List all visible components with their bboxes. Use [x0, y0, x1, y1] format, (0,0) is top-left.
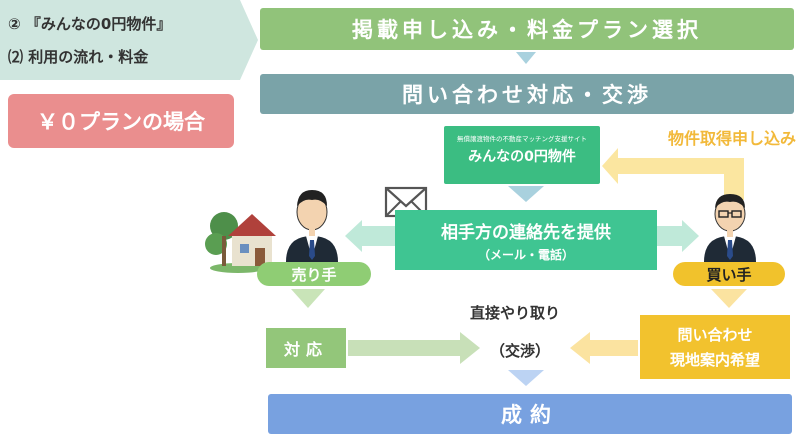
- buyer-person-icon: [704, 194, 756, 262]
- logo-tagline: 無償譲渡物件の不動産マッチング支援サイト: [457, 135, 587, 143]
- provide-contact-box: 相手方の連絡先を提供 （メール・電話）: [395, 210, 657, 270]
- plan-badge: ￥０プランの場合: [8, 94, 234, 148]
- logo-name: みんなの0円物件: [468, 149, 576, 165]
- arrow-to-buyer: [657, 220, 699, 252]
- response-box: 対応: [266, 328, 346, 368]
- inquiry-line1: 問い合わせ: [677, 326, 753, 344]
- buyer-label: 買い手: [673, 262, 785, 286]
- step-inquiry-bar: 問い合わせ対応・交渉: [260, 74, 794, 114]
- direct-exchange-label: 直接やり取り: [469, 304, 560, 322]
- seller-person-icon: [286, 190, 338, 262]
- provide-contact-title: 相手方の連絡先を提供: [441, 223, 611, 243]
- site-logo: 無償譲渡物件の不動産マッチング支援サイト みんなの0円物件: [444, 126, 600, 184]
- house-icon: [205, 212, 276, 273]
- header-subtitle: ⑵ 利用の流れ・料金: [8, 48, 149, 66]
- seller-label: 売り手: [257, 262, 371, 286]
- header-title: ② 『みんなの0円物件』: [8, 15, 172, 33]
- arrow-inquiry-left: [570, 332, 638, 364]
- arrow-buyer-to-logo: [602, 148, 744, 200]
- provide-contact-sub: （メール・電話）: [477, 248, 574, 262]
- final-contract-bar: 成約: [268, 394, 792, 434]
- buy-apply-label: 物件取得申し込み: [667, 129, 796, 148]
- arrow-response-right: [348, 332, 480, 364]
- envelope-icon: [384, 186, 428, 218]
- arrow-to-seller: [345, 220, 395, 252]
- arrow-buyer-down: [711, 289, 747, 308]
- header-tab: ② 『みんなの0円物件』 ⑵ 利用の流れ・料金: [0, 0, 240, 80]
- arrow-step1-down: [516, 52, 536, 64]
- arrow-seller-down: [291, 289, 325, 308]
- arrow-to-final: [508, 370, 544, 386]
- arrow-logo-down: [508, 186, 544, 202]
- inquiry-box: 問い合わせ 現地案内希望: [640, 315, 790, 379]
- step-application-bar: 掲載申し込み・料金プラン選択: [260, 8, 794, 50]
- negotiation-label: （交渉）: [489, 342, 550, 360]
- header-tab-arrow: [240, 0, 258, 80]
- inquiry-line2: 現地案内希望: [669, 351, 760, 369]
